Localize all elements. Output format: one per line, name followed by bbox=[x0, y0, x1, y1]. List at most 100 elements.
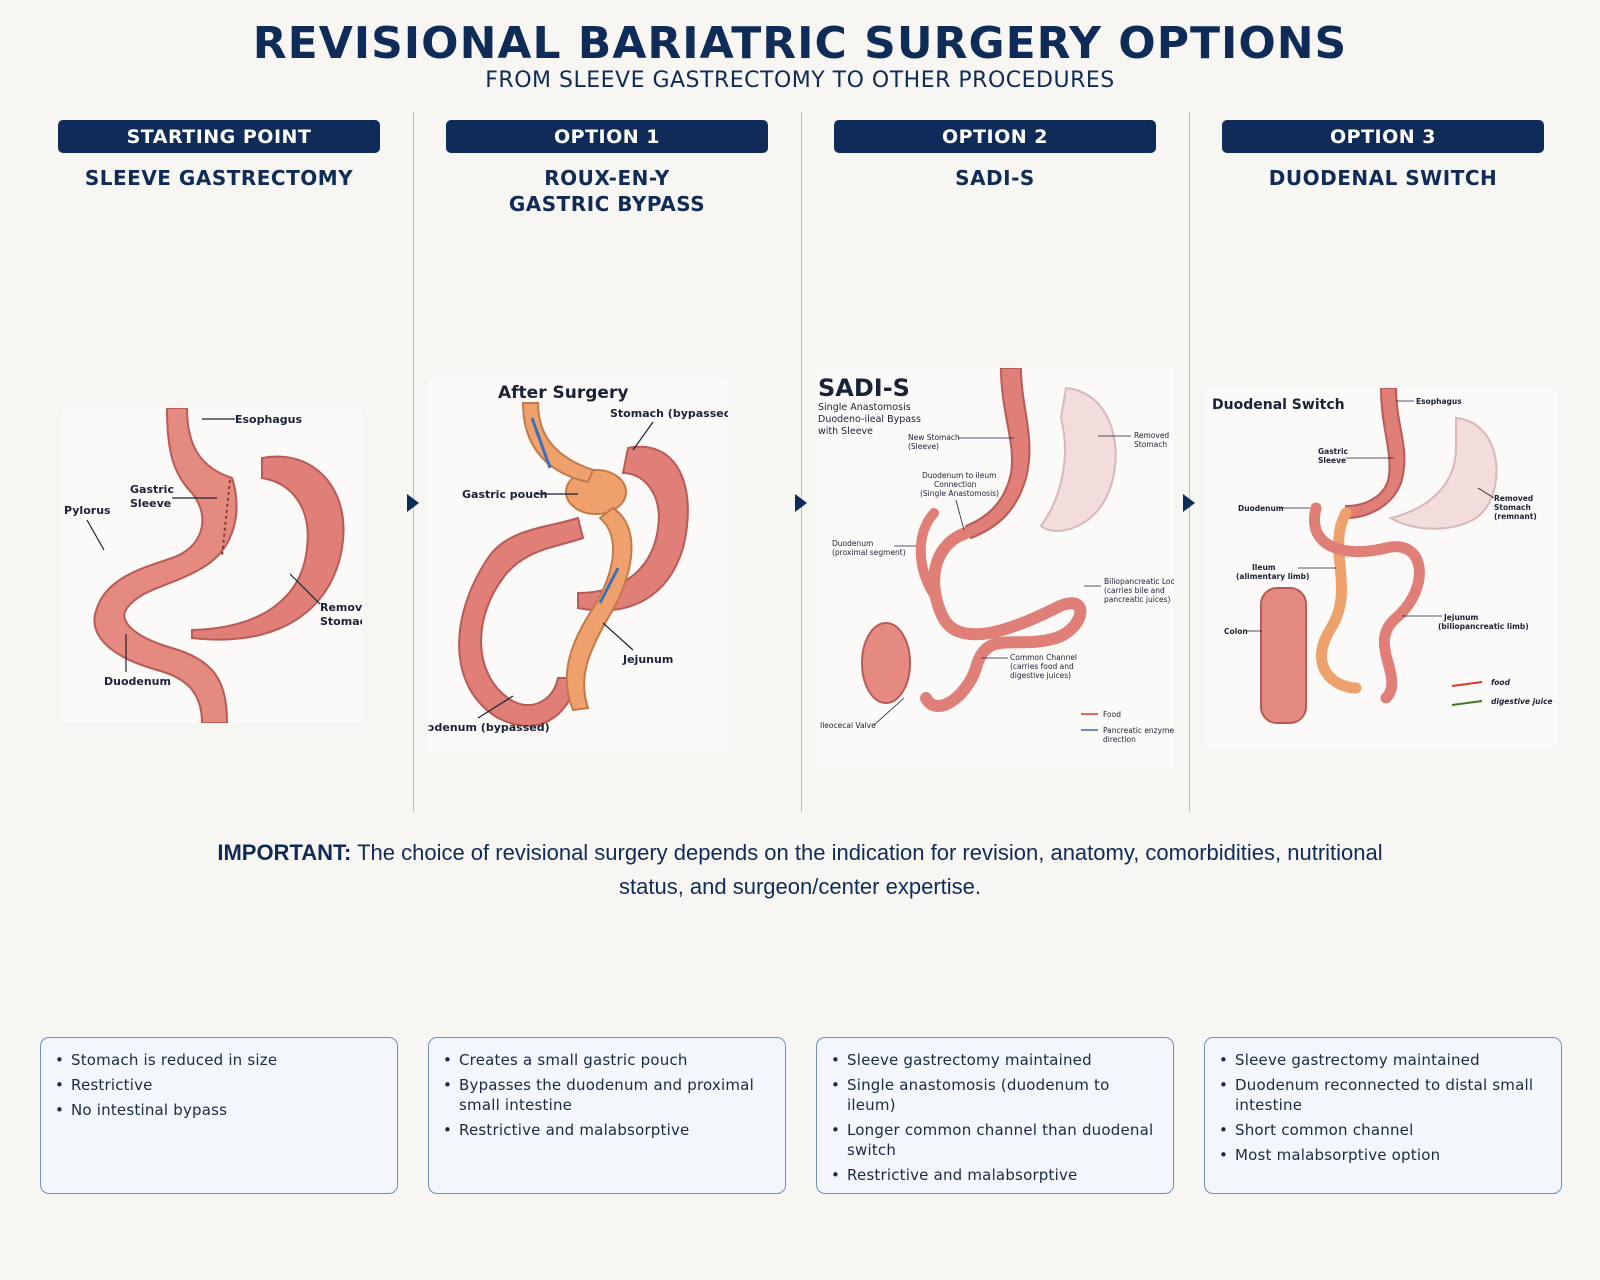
sleeve-shape bbox=[1345, 388, 1406, 520]
procedure-title-sleeve: SLEEVE GASTRECTOMY bbox=[58, 165, 380, 191]
label-connection: (Single Anastomosis) bbox=[920, 489, 999, 498]
sleeve-shape bbox=[964, 368, 1031, 540]
important-label: IMPORTANT: bbox=[217, 840, 352, 865]
label-removed: Removed bbox=[320, 601, 362, 614]
label-new-stomach: New Stomach bbox=[908, 433, 960, 442]
column-divider-1 bbox=[413, 112, 414, 812]
label-removed-stomach: Stomach bbox=[1134, 440, 1167, 449]
diagram-heading-duodenal-switch: Duodenal Switch bbox=[1212, 397, 1345, 413]
label-common-channel: Common Channel bbox=[1010, 653, 1077, 662]
diagram-duodenal-switch: Duodenal Switch Esophagus Gastric Sleeve… bbox=[1206, 388, 1558, 748]
list-item: Single anastomosis (duodenum to ileum) bbox=[831, 1075, 1159, 1115]
label-gastric: Gastric bbox=[130, 483, 174, 496]
label-removed-stomach: Stomach bbox=[1494, 503, 1531, 512]
column-sleeve: STARTING POINT SLEEVE GASTRECTOMY bbox=[58, 120, 380, 191]
label-duodenum-proximal: (proximal segment) bbox=[832, 548, 906, 557]
list-item: Restrictive and malabsorptive bbox=[443, 1120, 771, 1140]
diagram-subheading-line: Single Anastomosis bbox=[818, 402, 911, 413]
legend-enzymes-direction: direction bbox=[1103, 735, 1136, 744]
list-item: Short common channel bbox=[1219, 1120, 1547, 1140]
diagram-roux-en-y: After Surgery Stomach (bypassed) Gastric… bbox=[428, 378, 728, 753]
badge-option-2: OPTION 2 bbox=[834, 120, 1156, 153]
label-removed-stomach: Stomach bbox=[320, 615, 362, 628]
summary-card-sleeve: Stomach is reduced in size Restrictive N… bbox=[40, 1037, 398, 1194]
procedure-title-line: GASTRIC BYPASS bbox=[508, 192, 706, 216]
label-pylorus: Pylorus bbox=[64, 504, 111, 517]
label-duodenum-bypassed: ɔdenum (bypassed) bbox=[428, 721, 550, 734]
bypassed-stomach-shape bbox=[577, 445, 689, 612]
intestine-loop bbox=[920, 527, 1087, 712]
procedure-title-line: SLEEVE GASTRECTOMY bbox=[84, 166, 354, 190]
label-bp-loop: Biliopancreatic Loop bbox=[1104, 577, 1174, 586]
diagram-heading-sadi-s: SADI-S bbox=[818, 374, 910, 402]
list-item: Sleeve gastrectomy maintained bbox=[1219, 1050, 1547, 1070]
badge-option-3: OPTION 3 bbox=[1222, 120, 1544, 153]
label-new-stomach-sleeve: (Sleeve) bbox=[908, 442, 939, 451]
procedure-title-line: SADI-S bbox=[955, 166, 1035, 190]
label-duodenum: Duodenum bbox=[1238, 504, 1284, 513]
label-bp-loop: pancreatic juices) bbox=[1104, 595, 1170, 604]
diagram-sleeve-gastrectomy: Esophagus Gastric Sleeve Pylorus Removed… bbox=[62, 408, 362, 723]
colon-shape bbox=[861, 622, 911, 704]
summary-card-rygb: Creates a small gastric pouch Bypasses t… bbox=[428, 1037, 786, 1194]
badge-starting-point: STARTING POINT bbox=[58, 120, 380, 153]
list-item: Bypasses the duodenum and proximal small… bbox=[443, 1075, 771, 1115]
sleeve-shape bbox=[93, 408, 238, 723]
loop-intestine bbox=[458, 516, 585, 727]
label-ileocecal-valve: Ileocecal Valve bbox=[820, 721, 876, 730]
label-removed-remnant: (remnant) bbox=[1494, 512, 1537, 521]
list-item: No intestinal bypass bbox=[55, 1100, 383, 1120]
procedure-title-rygb: ROUX-EN-Y GASTRIC BYPASS bbox=[446, 165, 768, 217]
list-item: Restrictive bbox=[55, 1075, 383, 1095]
procedure-title-sadis: SADI-S bbox=[834, 165, 1156, 191]
removed-stomach-shape bbox=[1039, 386, 1117, 532]
label-esophagus: Esophagus bbox=[1416, 397, 1462, 406]
label-removed: Removed bbox=[1134, 431, 1169, 440]
summary-card-duodenal-switch: Sleeve gastrectomy maintained Duodenum r… bbox=[1204, 1037, 1562, 1194]
label-jejunum-biliopancreatic: (biliopancreatic limb) bbox=[1438, 622, 1529, 631]
legend-enzymes: Pancreatic enzymes bbox=[1103, 726, 1174, 735]
removed-stomach-shape bbox=[191, 455, 345, 641]
list-item: Creates a small gastric pouch bbox=[443, 1050, 771, 1070]
colon-shape bbox=[1260, 587, 1307, 724]
legend-digestive-juice: digestive juice bbox=[1491, 697, 1553, 706]
procedure-title-line: ROUX-EN-Y bbox=[544, 166, 670, 190]
legend-food: Food bbox=[1103, 710, 1121, 719]
badge-option-1: OPTION 1 bbox=[446, 120, 768, 153]
label-stomach-bypassed: Stomach (bypassed) bbox=[610, 407, 728, 420]
procedure-title-duodenal-switch: DUODENAL SWITCH bbox=[1222, 165, 1544, 191]
label-sleeve: Sleeve bbox=[1318, 456, 1346, 465]
list-item: Most malabsorptive option bbox=[1219, 1145, 1547, 1165]
label-duodenum: Duodenum bbox=[104, 675, 171, 688]
list-item: Longer common channel than duodenal swit… bbox=[831, 1120, 1159, 1160]
diagram-heading-after-surgery: After Surgery bbox=[498, 383, 628, 403]
summary-card-sadis: Sleeve gastrectomy maintained Single ana… bbox=[816, 1037, 1174, 1194]
arrow-right-icon bbox=[407, 494, 419, 512]
diagram-subheading-line: with Sleeve bbox=[818, 426, 873, 437]
diagram-sadi-s: SADI-S Single Anastomosis Duodeno-ileal … bbox=[816, 368, 1174, 768]
roux-limb bbox=[565, 506, 633, 712]
label-gastric-pouch: Gastric pouch bbox=[462, 488, 547, 501]
column-rygb: OPTION 1 ROUX-EN-Y GASTRIC BYPASS bbox=[446, 120, 768, 217]
label-esophagus: Esophagus bbox=[235, 413, 302, 426]
important-text: The choice of revisional surgery depends… bbox=[351, 840, 1383, 899]
label-colon: Colon bbox=[1224, 627, 1248, 636]
list-item: Restrictive and malabsorptive bbox=[831, 1165, 1159, 1185]
label-gastric: Gastric bbox=[1318, 447, 1348, 456]
label-common-channel: digestive juices) bbox=[1010, 671, 1071, 680]
arrow-right-icon bbox=[795, 494, 807, 512]
label-removed: Removed bbox=[1494, 494, 1533, 503]
column-sadis: OPTION 2 SADI-S bbox=[834, 120, 1156, 191]
column-divider-2 bbox=[801, 112, 802, 812]
column-divider-3 bbox=[1189, 112, 1190, 812]
label-common-channel: (carries food and bbox=[1010, 662, 1074, 671]
label-jejunum: Jejunum bbox=[1443, 613, 1478, 622]
jejunum-limb bbox=[1309, 502, 1425, 704]
label-connection: Duodenum to ileum bbox=[922, 471, 996, 480]
list-item: Stomach is reduced in size bbox=[55, 1050, 383, 1070]
legend-food: food bbox=[1491, 678, 1511, 687]
column-duodenal-switch: OPTION 3 DUODENAL SWITCH bbox=[1222, 120, 1544, 191]
label-jejunum: Jejunum bbox=[622, 653, 673, 666]
label-duodenum: Duodenum bbox=[832, 539, 873, 548]
label-ileum-alimentary: (alimentary limb) bbox=[1236, 572, 1309, 581]
